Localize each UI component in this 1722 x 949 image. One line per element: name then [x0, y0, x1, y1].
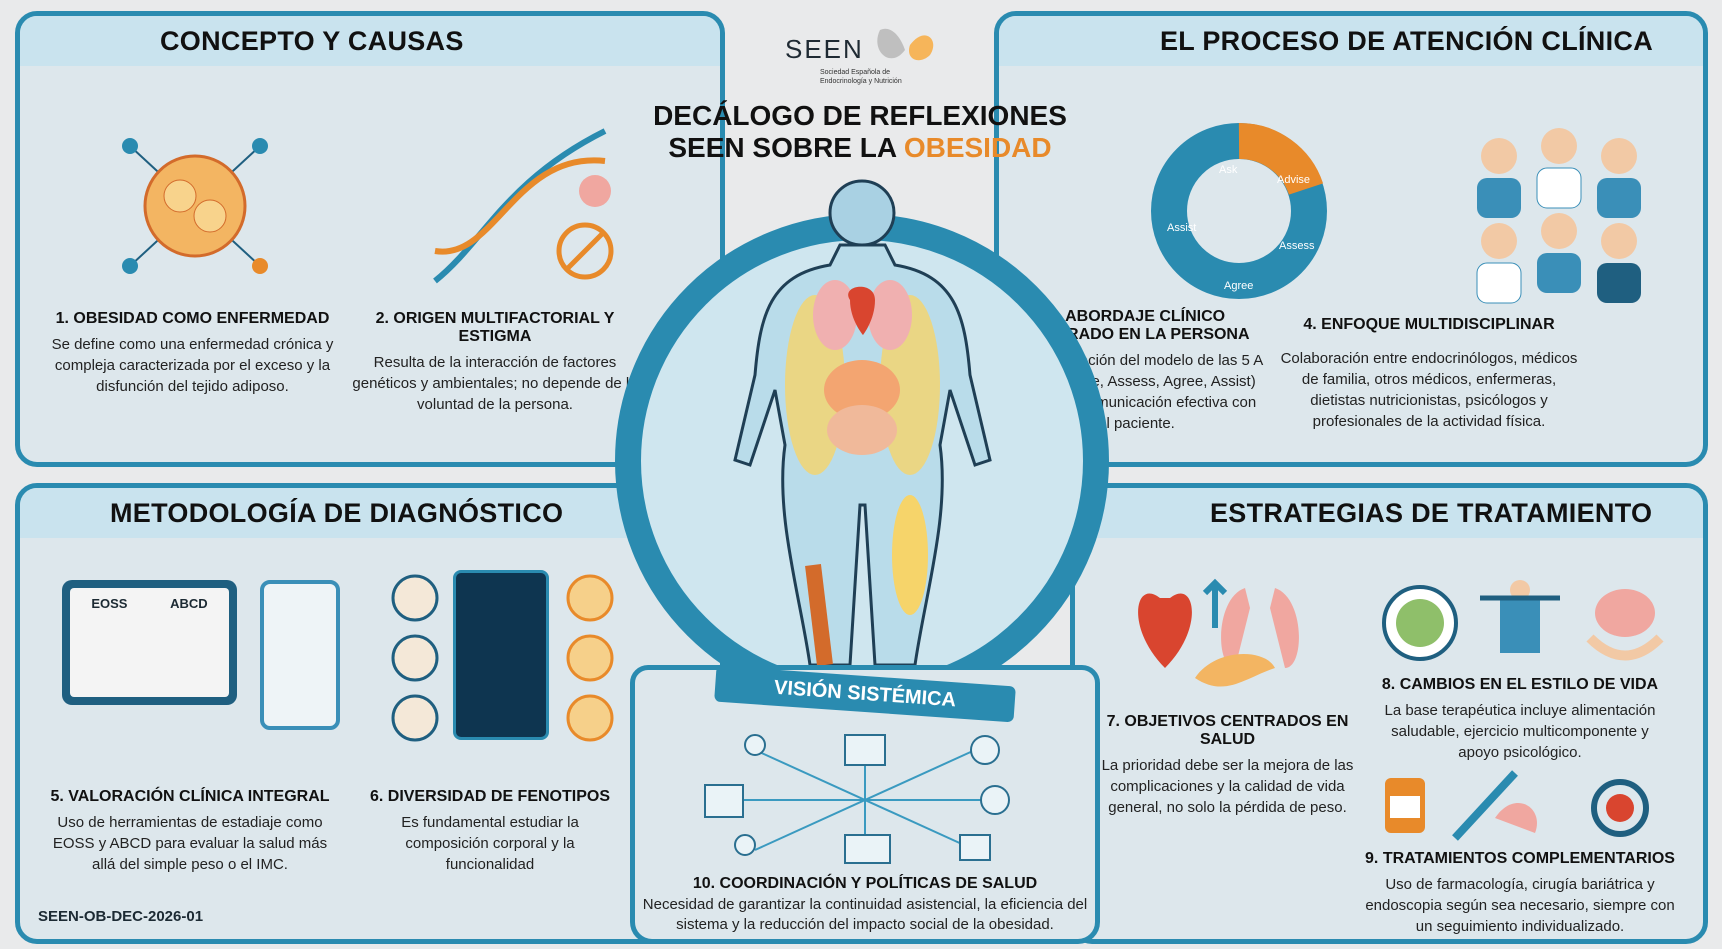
title-accent: OBESIDAD: [903, 132, 1052, 163]
panel-concepto: CONCEPTO Y CAUSAS 1. OBESIDAD COMO ENFER…: [15, 11, 725, 467]
panel-diagnostico: METODOLOGÍA DE DIAGNÓSTICO EOSS ABCD 5. V…: [15, 483, 725, 944]
eoss-label: EOSS: [91, 596, 128, 611]
genetics-environment-icon: [433, 128, 614, 284]
organ-circles-icon: [391, 574, 614, 742]
healthcare-team-icon: [1476, 128, 1641, 304]
logo-subtitle-1: Sociedad Española de: [820, 69, 891, 76]
complementary-treatments-icon: [1385, 770, 1649, 841]
vision-sistemica-banner: VISIÓN SISTÉMICA: [714, 670, 1016, 723]
document-code: SEEN-OB-DEC-2026-01: [38, 908, 204, 925]
panel-proceso: EL PROCESO DE ATENCIÓN CLÍNICA Ask Advis…: [994, 11, 1708, 467]
title-line-1: DECÁLOGO DE REFLEXIONES: [653, 100, 1067, 131]
five-a-advise: Advise: [1277, 174, 1310, 186]
seen-logo: SEEN Sociedad Española de Endocrinología …: [780, 20, 940, 90]
human-body-figure: [733, 179, 992, 667]
logo-name: SEEN: [785, 34, 864, 64]
abcd-label: ABCD: [170, 596, 208, 611]
tablet-staging-icon: EOSS ABCD: [62, 580, 237, 705]
panel-coordinacion: VISIÓN SISTÉMICA 10. COORDINACIÓN Y POLÍ…: [630, 665, 1100, 944]
panel-tratamiento: ESTRATEGIAS DE TRATAMIENTO 7. OBJETIVOS …: [1070, 483, 1708, 944]
health-system-network-icon: [704, 734, 1010, 864]
phenotype-body-icon: [453, 570, 549, 740]
five-a-ask: Ask: [1219, 164, 1238, 176]
five-a-assess: Assess: [1279, 240, 1315, 252]
title-line-2: SEEN SOBRE LA: [668, 132, 904, 163]
organs-health-icon: [1138, 578, 1299, 687]
section-title: EL PROCESO DE ATENCIÓN CLÍNICA: [999, 16, 1703, 66]
five-a-cycle-icon: Ask Advise Assess Agree Assist: [1151, 122, 1327, 299]
section-title: CONCEPTO Y CAUSAS: [20, 16, 720, 66]
section-title: ESTRATEGIAS DE TRATAMIENTO: [1075, 488, 1703, 538]
adipose-cell-icon: [122, 138, 268, 274]
body-composition-scale-icon: [260, 580, 340, 730]
five-a-agree: Agree: [1224, 280, 1253, 292]
logo-mark-icon: [877, 28, 934, 61]
section-title: METODOLOGÍA DE DIAGNÓSTICO: [20, 488, 720, 538]
lifestyle-icon: [1382, 580, 1664, 661]
five-a-assist: Assist: [1167, 222, 1196, 234]
logo-subtitle-2: Endocrinología y Nutrición: [820, 78, 902, 85]
